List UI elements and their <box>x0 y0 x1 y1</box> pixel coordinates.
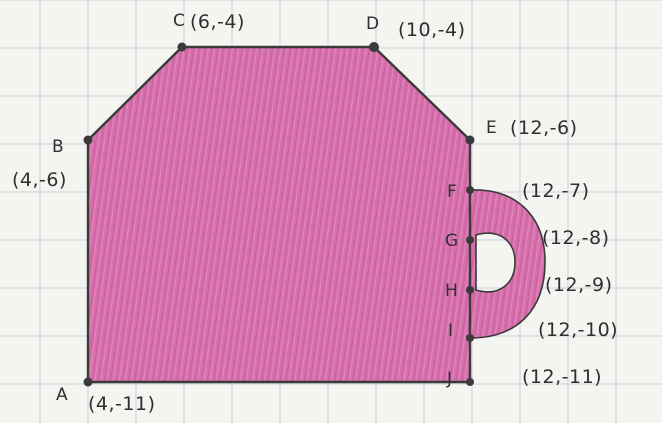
vertex-letter-c: C <box>173 11 185 31</box>
vertex-dot-i <box>466 334 474 342</box>
coord-label-h: (12,-9) <box>545 274 613 296</box>
vertex-letter-d: D <box>366 14 379 34</box>
vertex-dot-g <box>466 236 474 244</box>
vertex-letter-g: G <box>445 231 458 251</box>
coord-label-j: (12,-11) <box>522 366 602 388</box>
vertex-letters: A B C D E F G H I J <box>52 11 497 405</box>
vertex-letter-h: H <box>445 281 458 301</box>
coord-label-g: (12,-8) <box>542 227 610 249</box>
coord-label-d: (10,-4) <box>398 19 466 41</box>
vertex-dot-b <box>83 135 93 145</box>
vertex-dot-f <box>466 186 474 194</box>
vertex-letter-b: B <box>52 137 64 157</box>
vertex-letter-i: I <box>448 321 453 341</box>
coordinate-labels: (4,-11) (4,-6) (6,-4) (10,-4) (12,-6) (1… <box>12 11 618 415</box>
vertex-dot-h <box>466 286 474 294</box>
vertex-dot-e <box>465 135 475 145</box>
vertex-letter-e: E <box>486 118 497 138</box>
vertex-letter-a: A <box>56 385 68 405</box>
mug-handle <box>469 189 546 339</box>
coord-label-b: (4,-6) <box>12 169 67 191</box>
mug-body <box>86 45 472 384</box>
vertex-dots <box>83 42 475 387</box>
coord-label-i: (12,-10) <box>538 319 618 341</box>
vertex-letter-j: J <box>446 369 452 389</box>
coord-label-c: (6,-4) <box>190 11 245 33</box>
coord-label-f: (12,-7) <box>522 180 590 202</box>
coord-label-a: (4,-11) <box>88 393 156 415</box>
vertex-dot-d <box>369 42 379 52</box>
vertex-dot-a <box>83 377 93 387</box>
vertex-dot-j <box>466 378 474 386</box>
coord-label-e: (12,-6) <box>510 117 578 139</box>
vertex-dot-c <box>177 42 187 52</box>
vertex-letter-f: F <box>447 182 457 202</box>
